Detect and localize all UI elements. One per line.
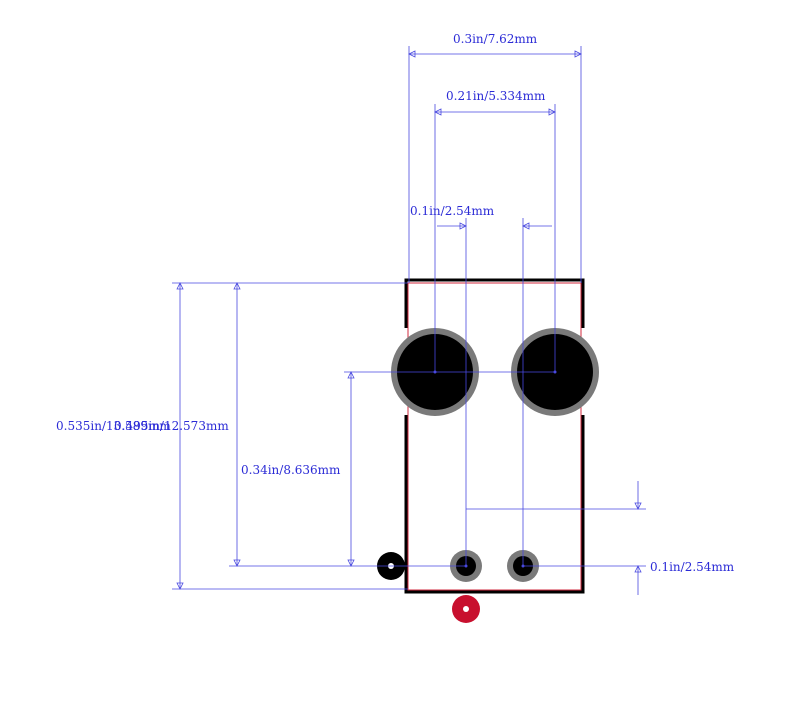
label-pin-row-spacing: 0.34in/8.636mm	[241, 463, 341, 477]
dimension-small-pin-offset: 0.1in/2.54mm	[410, 204, 552, 566]
courtyard-outline	[407, 282, 582, 591]
label-overall-height-overlap: 0.495in/12.573mm	[114, 419, 229, 433]
dimension-overall-width: 0.3in/7.62mm	[408, 32, 582, 283]
label-large-pin-spacing: 0.21in/5.334mm	[446, 89, 546, 103]
dimension-pin-row-spacing: 0.34in/8.636mm	[241, 371, 555, 567]
pin1-marker	[452, 595, 480, 623]
label-small-pin-vertical: 0.1in/2.54mm	[650, 560, 735, 574]
dimension-small-pin-vertical: 0.1in/2.54mm	[466, 481, 735, 595]
dimension-large-pin-spacing: 0.21in/5.334mm	[434, 89, 556, 372]
label-overall-width: 0.3in/7.62mm	[453, 32, 538, 46]
dimension-overall-height: 0.535in/13.589mm 0.495in/12.573mm	[56, 282, 408, 590]
label-small-pin-offset: 0.1in/2.54mm	[410, 204, 495, 218]
silkscreen-outline	[404, 278, 585, 594]
label-overall-height: 0.535in/13.589mm	[56, 419, 171, 433]
dimension-top-to-small-pins	[229, 282, 466, 567]
